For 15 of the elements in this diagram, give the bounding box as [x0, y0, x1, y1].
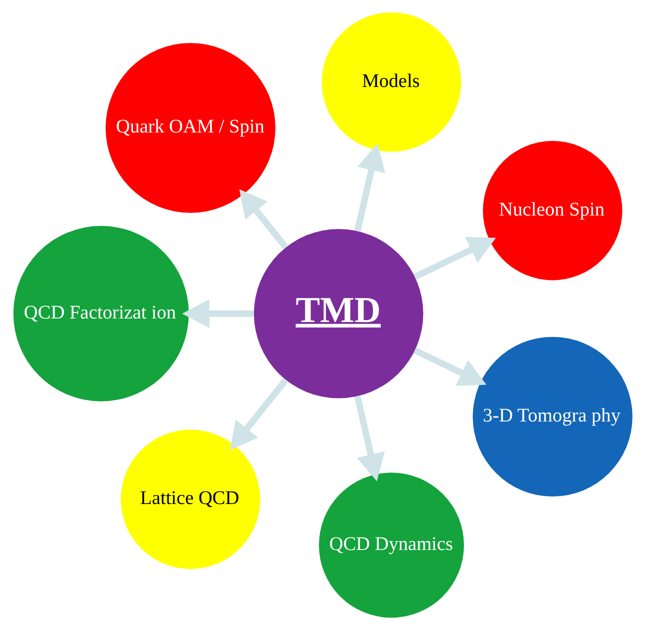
node-circle: TMD: [254, 228, 424, 398]
node-circle: QCD Dynamics: [318, 472, 464, 618]
arrow: [354, 143, 386, 232]
node-circle: Nucleon Spin: [482, 140, 622, 280]
node-circle: Models: [322, 12, 462, 152]
arrow: [414, 347, 486, 386]
arrow: [354, 396, 385, 482]
arrow: [239, 189, 288, 250]
arrow: [182, 299, 254, 328]
arrow: [414, 236, 496, 280]
node-circle: 3-D Tomogra phy: [472, 336, 632, 497]
node-circle: QCD Factorizat ion: [13, 226, 189, 402]
node-circle: Quark OAM / Spin: [106, 43, 276, 213]
node-circle: Lattice QCD: [120, 430, 260, 569]
arrow: [230, 378, 288, 450]
